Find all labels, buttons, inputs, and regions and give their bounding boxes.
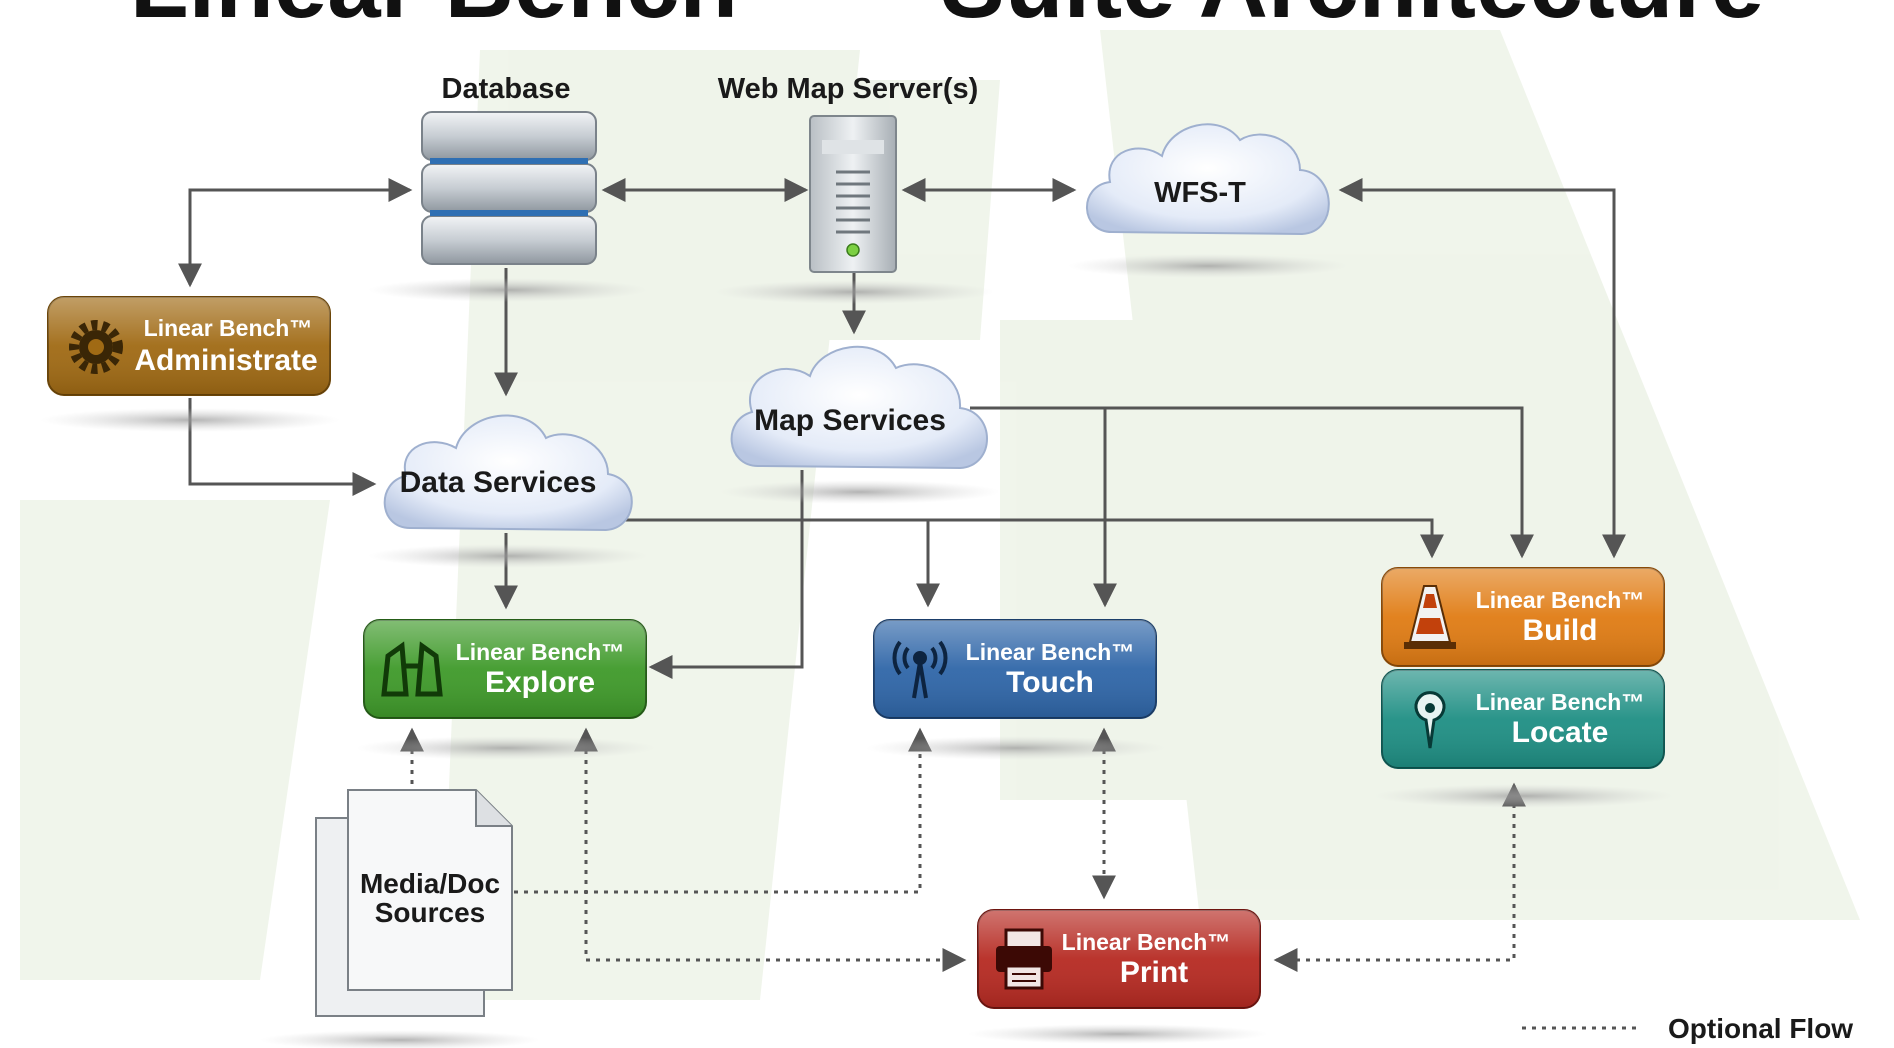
optional-flow-connectors bbox=[400, 727, 1526, 972]
administrate-brand: Linear Bench™ bbox=[144, 315, 313, 341]
build-brand: Linear Bench™ bbox=[1476, 587, 1645, 613]
traffic-cone-icon bbox=[1404, 585, 1456, 649]
map-services-label: Map Services bbox=[754, 404, 946, 437]
optional-flow-label: Optional Flow bbox=[1668, 1013, 1853, 1044]
touch-brand: Linear Bench™ bbox=[966, 639, 1135, 665]
media-doc-label-line2: Sources bbox=[375, 897, 486, 928]
product-build: Linear Bench™ Build bbox=[1381, 567, 1665, 667]
explore-name: Explore bbox=[485, 666, 595, 699]
map-services-node: Map Services bbox=[720, 345, 1000, 504]
background-shapes bbox=[20, 30, 1860, 1000]
database-node: Database bbox=[368, 73, 648, 302]
product-explore: Linear Bench™ Explore bbox=[356, 619, 656, 760]
web-map-server-node: Web Map Server(s) bbox=[714, 73, 994, 304]
antenna-icon bbox=[892, 640, 948, 699]
print-brand: Linear Bench™ bbox=[1062, 929, 1231, 955]
wfs-t-node: WFS-T bbox=[1068, 123, 1348, 278]
product-administrate: Linear Bench™ Administrate bbox=[40, 296, 340, 432]
printer-icon bbox=[996, 928, 1052, 990]
cloud-icon bbox=[730, 345, 988, 470]
binoculars-icon bbox=[381, 641, 443, 697]
locate-brand: Linear Bench™ bbox=[1476, 689, 1645, 715]
product-locate: Linear Bench™ Locate bbox=[1374, 669, 1674, 808]
database-label: Database bbox=[442, 73, 571, 105]
cloud-icon bbox=[1086, 123, 1330, 236]
media-doc-node: Media/Doc Sources bbox=[260, 789, 540, 1048]
print-name: Print bbox=[1120, 956, 1188, 989]
locate-name: Locate bbox=[1512, 716, 1609, 749]
web-map-server-label: Web Map Server(s) bbox=[718, 73, 979, 105]
media-doc-label: Media/Doc bbox=[360, 868, 500, 899]
product-print: Linear Bench™ Print bbox=[968, 909, 1268, 1044]
touch-name: Touch bbox=[1006, 666, 1094, 699]
cloud-icon bbox=[383, 414, 633, 532]
build-name: Build bbox=[1523, 614, 1598, 647]
gear-icon bbox=[69, 320, 123, 374]
data-services-label: Data Services bbox=[400, 466, 597, 499]
server-icon bbox=[809, 115, 897, 273]
document-icon bbox=[315, 789, 513, 1017]
map-pin-icon bbox=[1414, 691, 1446, 749]
explore-brand: Linear Bench™ bbox=[456, 639, 625, 665]
product-touch: Linear Bench™ Touch bbox=[866, 619, 1166, 760]
data-services-node: Data Services bbox=[368, 414, 648, 568]
administrate-name: Administrate bbox=[134, 344, 317, 377]
database-icon bbox=[421, 111, 597, 265]
wfs-t-label: WFS-T bbox=[1154, 177, 1246, 209]
legend: Optional Flow bbox=[1522, 1013, 1853, 1044]
